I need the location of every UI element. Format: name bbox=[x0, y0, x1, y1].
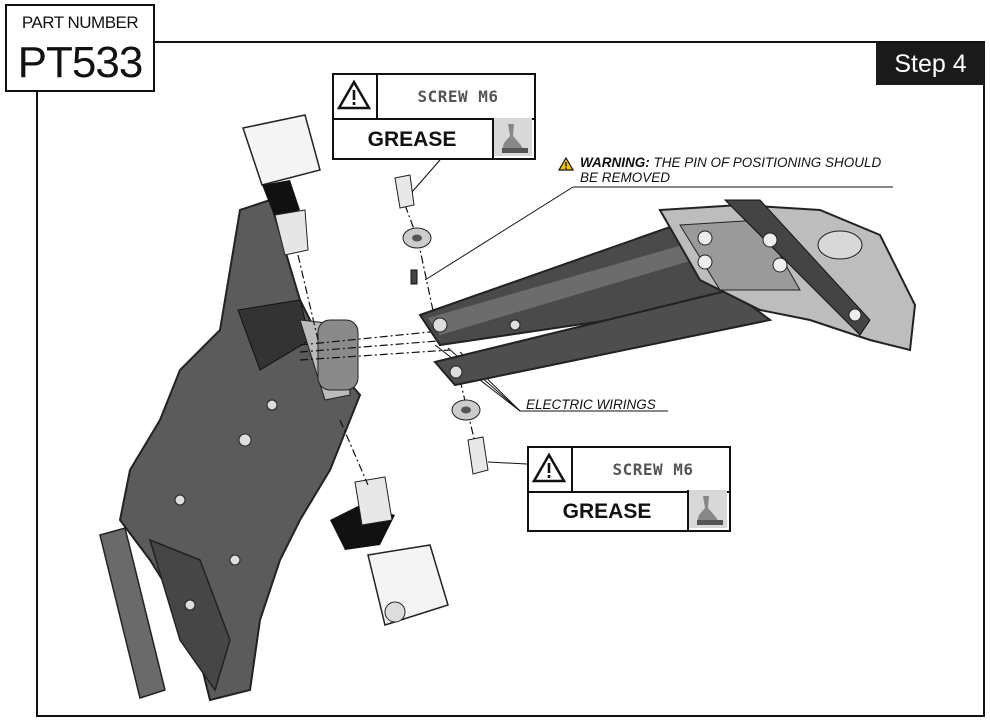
screw-size-text: SCREW M6 bbox=[417, 87, 499, 106]
diagram-frame bbox=[36, 41, 985, 717]
rear-mount bbox=[658, 199, 917, 352]
part-number-box: PART NUMBER PT533 bbox=[5, 4, 155, 92]
license-plate-bracket bbox=[99, 198, 362, 702]
electric-wirings-label: ELECTRIC WIRINGS bbox=[526, 397, 656, 412]
grease-tube-icon bbox=[492, 118, 534, 158]
bottom-screw-set bbox=[451, 399, 489, 475]
part-number-label: PART NUMBER bbox=[21, 13, 139, 32]
warning-triangle-icon bbox=[334, 75, 378, 118]
warning-text: THE PIN OF POSITIONING SHOULD BE REMOVED bbox=[580, 155, 882, 185]
grease-text: GREASE bbox=[562, 500, 652, 523]
warning-icon bbox=[558, 157, 574, 171]
screw-label-top: SCREW M6 GREASE bbox=[332, 73, 536, 160]
grease-tube-icon bbox=[687, 490, 729, 530]
lower-indicator bbox=[330, 476, 449, 626]
part-number-value: PT533 bbox=[17, 38, 144, 87]
warning-prefix: WARNING: bbox=[580, 155, 650, 170]
warning-triangle-icon bbox=[529, 448, 573, 491]
screw-size-text: SCREW M6 bbox=[612, 460, 694, 479]
top-screw-set bbox=[394, 174, 432, 285]
support-arms bbox=[418, 218, 773, 387]
upper-indicator bbox=[242, 114, 321, 256]
grease-text: GREASE bbox=[367, 128, 457, 151]
warning-note: WARNING: THE PIN OF POSITIONING SHOULD B… bbox=[558, 155, 890, 185]
screw-label-bottom: SCREW M6 GREASE bbox=[527, 446, 731, 532]
step-badge: Step 4 bbox=[876, 43, 985, 85]
